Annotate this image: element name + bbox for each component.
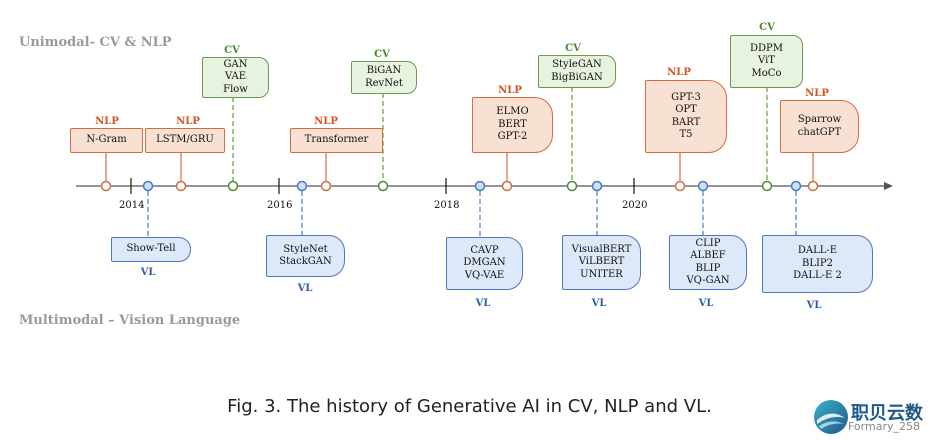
box-line: StackGAN bbox=[279, 256, 332, 267]
box-line: T5 bbox=[679, 129, 693, 140]
box-line: LSTM/GRU bbox=[156, 134, 214, 146]
vl-tag: VL bbox=[297, 283, 313, 294]
vl-box-dalle: DALL-E BLIP2 DALL-E 2 bbox=[762, 235, 873, 293]
nlp-tag: NLP bbox=[805, 88, 829, 99]
box-line: chatGPT bbox=[797, 126, 842, 138]
cv-box-stylegan: StyleGAN BigBiGAN bbox=[538, 55, 616, 88]
box-line: Sparrow bbox=[797, 114, 842, 125]
cv-tag: CV bbox=[759, 22, 775, 33]
axis-arrowhead bbox=[884, 182, 893, 190]
box-line: GAN bbox=[223, 58, 248, 70]
box-line: N-Gram bbox=[86, 134, 127, 146]
cv-tag: CV bbox=[224, 45, 240, 56]
dot-gan bbox=[227, 180, 239, 192]
box-line: Show-Tell bbox=[126, 243, 176, 255]
box-line: RevNet bbox=[365, 77, 403, 89]
box-line: GPT-2 bbox=[497, 131, 528, 143]
box-line: BLIP2 bbox=[801, 257, 834, 269]
box-line: CAVP bbox=[470, 244, 499, 256]
box-line: StyleNet bbox=[283, 243, 328, 255]
vl-box-showtell: Show-Tell bbox=[111, 237, 191, 262]
dot-stylenet bbox=[296, 180, 308, 192]
cv-tag: CV bbox=[565, 43, 581, 54]
nlp-box-transformer: Transformer bbox=[290, 128, 383, 153]
box-line: MoCo bbox=[751, 67, 782, 79]
dot-clip bbox=[697, 180, 709, 192]
dot-cavp bbox=[474, 180, 486, 192]
nlp-tag: NLP bbox=[498, 85, 522, 96]
cv-box-bigan: BiGAN RevNet bbox=[351, 61, 417, 94]
dot-gpt3 bbox=[674, 180, 686, 192]
box-line: VisualBERT bbox=[571, 243, 632, 255]
nlp-tag: NLP bbox=[95, 116, 119, 127]
dot-bigan bbox=[377, 180, 389, 192]
box-line: ViLBERT bbox=[578, 256, 625, 268]
nlp-tag: NLP bbox=[667, 67, 691, 78]
year-label: 2020 bbox=[622, 200, 648, 211]
nlp-box-elmo: ELMO BERT GPT-2 bbox=[472, 97, 553, 153]
box-line: DALL-E bbox=[797, 245, 838, 257]
box-line: DMGAN bbox=[463, 257, 506, 269]
cv-box-ddpm: DDPM ViT MoCo bbox=[730, 35, 803, 88]
multimodal-label: Multimodal – Vision Language bbox=[19, 313, 241, 328]
box-line: CLIP bbox=[695, 237, 721, 249]
year-label: 2014 bbox=[119, 200, 145, 211]
cv-tag: CV bbox=[374, 49, 390, 60]
box-line: BiGAN bbox=[366, 65, 402, 76]
vl-tag: VL bbox=[475, 298, 491, 309]
nlp-box-gpt3: GPT-3 OPT BART T5 bbox=[645, 80, 727, 153]
vl-box-visualbert: VisualBERT ViLBERT UNITER bbox=[562, 235, 641, 290]
box-line: BERT bbox=[498, 118, 527, 130]
box-line: BigBiGAN bbox=[551, 71, 603, 83]
watermark-text: Formary_258 bbox=[848, 420, 920, 433]
dot-elmo bbox=[501, 180, 513, 192]
brand-logo-icon bbox=[814, 400, 848, 434]
box-line: VQ-VAE bbox=[464, 269, 505, 281]
box-line: OPT bbox=[675, 104, 697, 115]
box-line: Flow bbox=[223, 83, 248, 95]
box-line: DALL-E 2 bbox=[793, 270, 842, 282]
box-line: GPT-3 bbox=[671, 91, 701, 103]
vl-tag: VL bbox=[698, 298, 714, 309]
box-line: ViT bbox=[758, 55, 775, 67]
brand-name: 职贝云数 bbox=[851, 403, 923, 424]
box-line: BLIP bbox=[695, 262, 721, 274]
vl-box-stylenet: StyleNet StackGAN bbox=[266, 235, 345, 277]
unimodal-label: Unimodal- CV & NLP bbox=[19, 35, 172, 50]
box-line: StyleGAN bbox=[552, 59, 602, 70]
box-line: ALBEF bbox=[690, 250, 726, 261]
vl-box-clip: CLIP ALBEF BLIP VQ-GAN bbox=[669, 235, 747, 290]
vl-tag: VL bbox=[806, 300, 822, 311]
box-line: Transformer bbox=[304, 134, 369, 146]
nlp-tag: NLP bbox=[314, 116, 338, 127]
figure-caption: Fig. 3. The history of Generative AI in … bbox=[227, 396, 712, 417]
box-line: VAE bbox=[224, 71, 247, 83]
box-line: VQ-GAN bbox=[686, 275, 730, 286]
year-label: 2018 bbox=[434, 200, 460, 211]
vl-box-cavp: CAVP DMGAN VQ-VAE bbox=[446, 237, 523, 290]
vl-tag: VL bbox=[140, 267, 156, 278]
nlp-box-sparrow: Sparrow chatGPT bbox=[780, 100, 859, 153]
dot-sparrow bbox=[807, 180, 819, 192]
dot-lstm bbox=[175, 180, 187, 192]
nlp-box-ngram: N-Gram bbox=[70, 128, 143, 153]
dot-ngram bbox=[100, 180, 112, 192]
cv-box-gan: GAN VAE Flow bbox=[202, 57, 269, 98]
dot-transformer bbox=[320, 180, 332, 192]
box-line: BART bbox=[671, 116, 701, 128]
nlp-box-lstm: LSTM/GRU bbox=[145, 128, 225, 153]
nlp-tag: NLP bbox=[176, 116, 200, 127]
dot-ddpm bbox=[761, 180, 773, 192]
dot-visualbert bbox=[591, 180, 603, 192]
box-line: ELMO bbox=[496, 106, 529, 118]
dot-showtell bbox=[142, 180, 154, 192]
box-line: UNITER bbox=[580, 268, 623, 280]
dot-dalle bbox=[790, 180, 802, 192]
year-label: 2016 bbox=[267, 200, 293, 211]
dot-stylegan bbox=[566, 180, 578, 192]
box-line: DDPM bbox=[749, 42, 783, 54]
vl-tag: VL bbox=[591, 298, 607, 309]
